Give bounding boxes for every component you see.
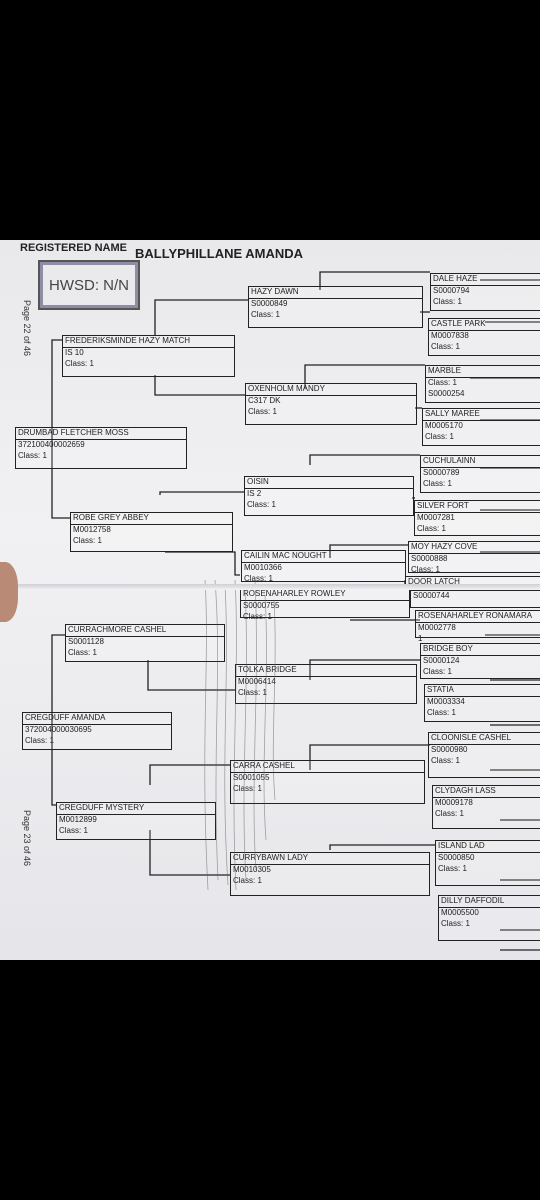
thumb <box>0 562 18 622</box>
page-number-top: Page 22 of 46 <box>22 300 32 357</box>
horse-name: BALLYPHILLANE AMANDA <box>135 246 304 261</box>
pencil-scribble-marks <box>204 580 276 890</box>
paper-fold <box>0 584 540 590</box>
page-number-bottom: Page 23 of 46 <box>22 810 32 867</box>
pedigree-entry: S0000744 <box>410 590 540 608</box>
hwsd-stamp: HWSD: N/N <box>38 260 140 310</box>
registered-name-label: REGISTERED NAME <box>20 242 127 254</box>
pedigree-certificate: REGISTERED NAME BALLYPHILLANE AMANDA HWS… <box>0 240 540 960</box>
pedigree-connector-lines <box>51 271 540 951</box>
